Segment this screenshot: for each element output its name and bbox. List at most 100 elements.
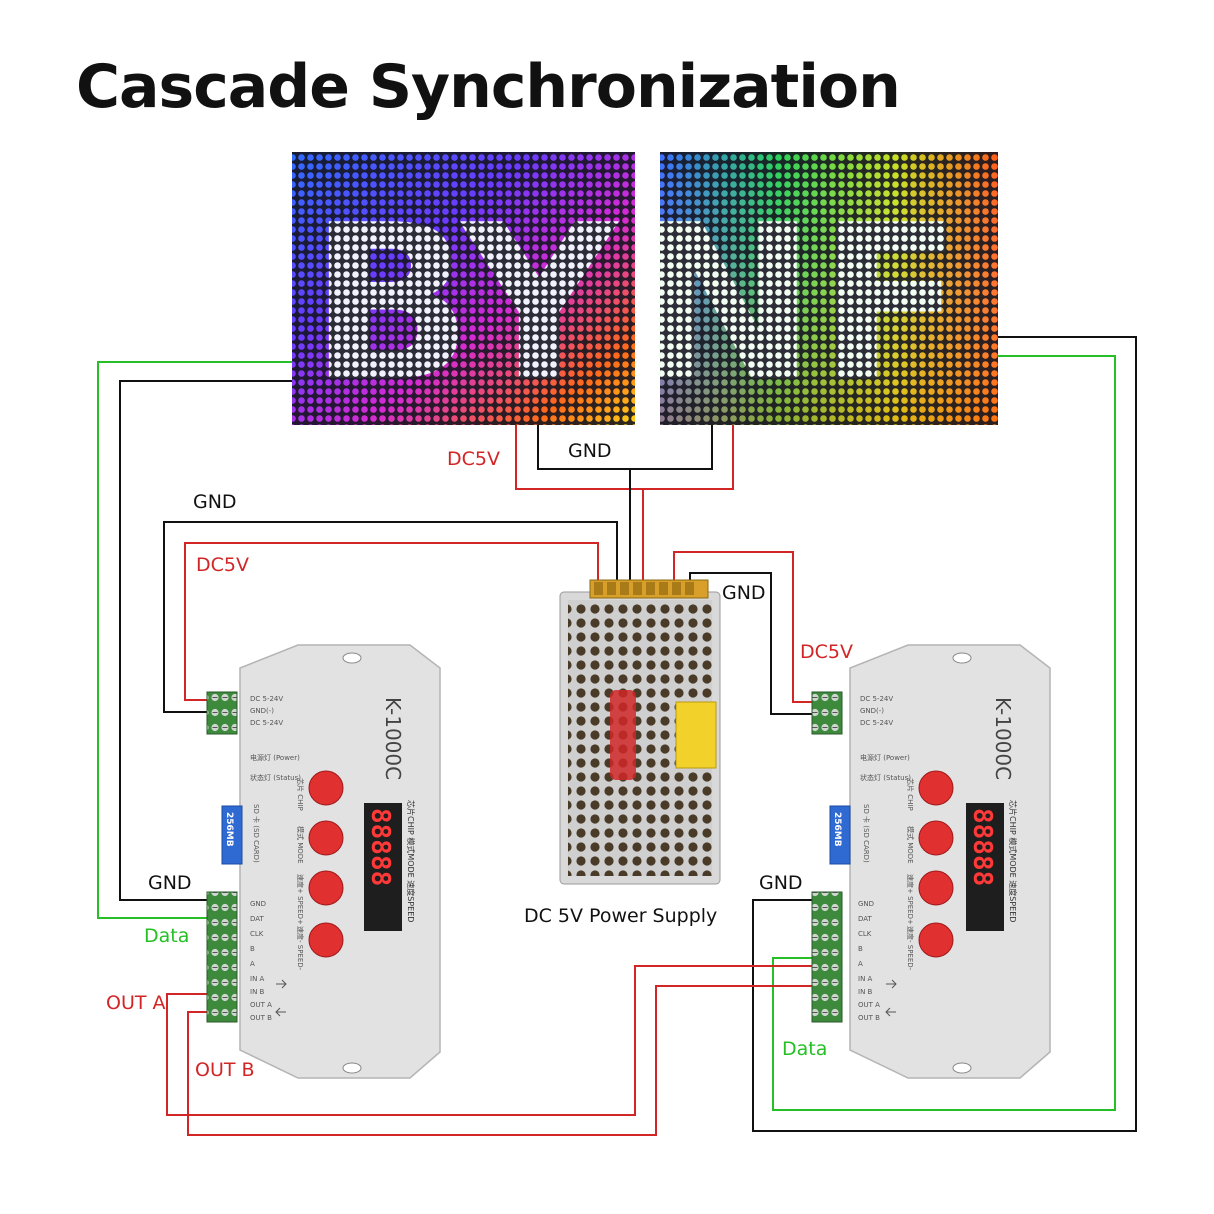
right-mode-button[interactable] [918,820,954,856]
left-display-caption: 芯片CHIP 模式MODE 速度SPEED [406,800,416,922]
wire-left-data-gnd [119,380,292,901]
right-speed-down-button[interactable] [918,922,954,958]
label-left-out-a: OUT A [106,992,166,1014]
right-sig-clk: CLK [858,930,872,938]
right-power-terminal[interactable] [811,691,843,735]
wire-out-b [187,985,812,1136]
right-display-digits: 88888 [967,808,997,886]
left-sig-in-a: IN A [250,975,265,983]
left-btn-label-speed-down: 速度- SPEED- [296,926,305,971]
right-model-label: K-1000C [991,697,1015,780]
left-sd-card-label: 256MB [224,812,234,847]
right-sd-card[interactable] [829,805,851,865]
left-mode-button[interactable] [308,820,344,856]
right-sig-in-b: IN B [858,988,873,996]
right-sig-gnd: GND [858,900,874,908]
right-signal-terminal[interactable] [811,891,843,1023]
label-panel-dc5v: DC5V [447,448,500,470]
label-left-gnd-top: GND [193,491,237,513]
wire-right-gnd [689,572,812,715]
left-sig-in-b: IN B [250,988,265,996]
label-right-data: Data [782,1038,827,1060]
left-power-indicator: 电源灯 (Power) [250,753,300,762]
left-sig-out-a: OUT A [250,1001,272,1009]
left-sd-card[interactable] [221,805,243,865]
right-in-arrow-icon [886,979,897,989]
left-model-label: K-1000C [381,697,405,780]
controller-left: K-1000C 88888 芯片CHIP 模式MODE 速度SPEED 芯片 C… [206,644,441,1079]
right-btn-label-chip: 芯片 CHIP [906,778,915,811]
label-right-gnd-bottom: GND [759,872,803,894]
right-btn-label-speed-down: 速度- SPEED- [906,926,915,971]
label-left-out-b: OUT B [195,1059,255,1081]
left-power-terminal[interactable] [206,691,238,735]
right-sig-out-b: OUT B [858,1014,880,1022]
label-panel-gnd: GND [568,440,612,462]
wires [97,336,1137,1136]
label-psu-caption: DC 5V Power Supply [524,905,717,927]
wire-out-a [166,965,812,1116]
left-term-dc2: DC 5-24V [250,719,283,727]
left-panel-glyphs: BY [309,178,619,429]
left-term-dc1: DC 5-24V [250,695,283,703]
left-sig-out-b: OUT B [250,1014,272,1022]
left-in-arrow-icon [276,979,287,989]
left-sig-a: A [250,960,255,968]
right-term-gnd: GND(-) [860,707,884,715]
right-sig-dat: DAT [858,915,873,923]
led-panel-left: BY [292,152,635,429]
led-panel-right: NF [637,152,998,429]
left-term-gnd: GND(-) [250,707,274,715]
label-right-dc5v: DC5V [800,641,853,663]
right-sig-a: A [858,960,863,968]
wire-right-data [772,355,1116,1111]
right-sd-card-label: 256MB [832,812,842,847]
left-sig-b: B [250,945,255,953]
left-out-arrow-icon [275,1007,286,1017]
right-sd-slot-label: SD 卡 (SD CARD) [862,804,871,863]
right-display [966,803,1004,931]
right-sig-in-a: IN A [858,975,873,983]
wire-right-dc5v [673,551,812,703]
label-left-data: Data [144,925,189,947]
page-title: Cascade Synchronization [76,52,901,122]
left-speed-down-button[interactable] [308,922,344,958]
label-left-dc5v: DC5V [196,554,249,576]
right-speed-up-button[interactable] [918,870,954,906]
wire-left-dc5v [184,542,599,701]
right-sig-out-a: OUT A [858,1001,880,1009]
label-left-gnd-bottom: GND [148,872,192,894]
left-sig-dat: DAT [250,915,265,923]
right-term-dc2: DC 5-24V [860,719,893,727]
left-display-digits: 88888 [365,808,395,886]
left-sig-gnd: GND [250,900,266,908]
power-supply [559,579,721,885]
right-term-dc1: DC 5-24V [860,695,893,703]
right-chip-button[interactable] [918,770,954,806]
wire-panel-gnd [537,425,713,470]
wire-panel-dc5v [515,425,734,490]
label-right-gnd-top: GND [722,582,766,604]
left-status-indicator: 状态灯 (Status) [250,773,301,782]
left-btn-label-speed-up: 速度+ SPEED+ [296,874,305,925]
right-btn-label-speed-up: 速度+ SPEED+ [906,874,915,925]
left-btn-label-mode: 模式 MODE [296,826,305,864]
left-chip-button[interactable] [308,770,344,806]
left-speed-up-button[interactable] [308,870,344,906]
left-display [364,803,402,931]
controller-right: K-1000C 88888 芯片CHIP 模式MODE 速度SPEED 芯片 C… [811,644,1051,1079]
right-panel-glyphs: NF [637,178,964,429]
left-signal-terminal[interactable] [206,891,238,1023]
right-out-arrow-icon [885,1007,896,1017]
wire-left-data [97,361,292,919]
right-btn-label-mode: 模式 MODE [906,826,915,864]
wire-right-data-gnd [752,336,1137,1132]
wire-left-gnd [163,521,618,713]
left-btn-label-chip: 芯片 CHIP [296,778,305,811]
right-status-indicator: 状态灯 (Status) [860,773,911,782]
right-display-caption: 芯片CHIP 模式MODE 速度SPEED [1008,800,1018,922]
left-sig-clk: CLK [250,930,264,938]
right-sig-b: B [858,945,863,953]
left-sd-slot-label: SD 卡 (SD CARD) [252,804,261,863]
